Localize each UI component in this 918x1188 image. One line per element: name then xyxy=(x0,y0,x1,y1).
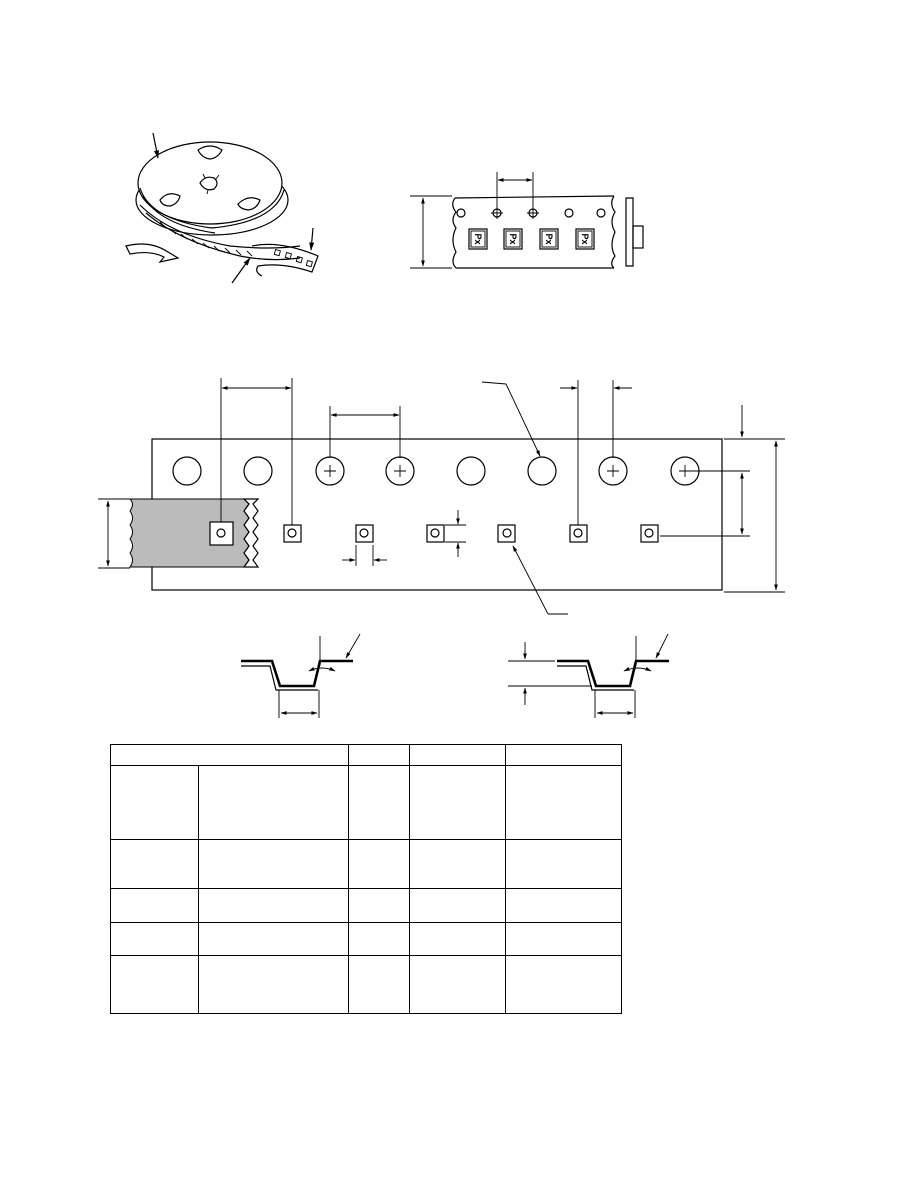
table-cell xyxy=(198,765,349,840)
table-cell xyxy=(409,765,506,840)
table-cell xyxy=(505,888,622,923)
table-cell xyxy=(505,765,622,840)
component-pocket xyxy=(209,521,234,546)
component-pocket xyxy=(355,524,374,543)
table-cell xyxy=(110,744,349,766)
table-header-row xyxy=(110,744,622,766)
table-cell xyxy=(409,839,506,889)
table-cell xyxy=(110,922,199,956)
pocket-4: Px xyxy=(575,228,595,250)
component-pocket xyxy=(426,524,445,543)
component-pocket xyxy=(283,524,302,543)
sprocket-hole xyxy=(172,456,202,486)
pocket-marking: Px xyxy=(473,233,483,244)
table-cell xyxy=(348,839,410,889)
component-pocket xyxy=(569,524,588,543)
table-row xyxy=(110,888,622,923)
table-cell xyxy=(110,955,199,1014)
pocket-3: Px xyxy=(539,228,559,250)
table-cell xyxy=(110,888,199,923)
table-row xyxy=(110,955,622,1014)
pocket-marking: Px xyxy=(508,233,518,244)
table-cell xyxy=(348,922,410,956)
table-cell xyxy=(505,922,622,956)
table-cell xyxy=(198,955,349,1014)
carrier-tape-side-view xyxy=(625,197,644,267)
table-cell xyxy=(348,765,410,840)
carrier-tape-top-view: Px Px Px Px xyxy=(410,172,644,269)
unreeled-tape xyxy=(251,243,319,273)
table-cell xyxy=(348,744,410,766)
pocket-cross-section-left xyxy=(241,633,361,718)
table-row xyxy=(110,765,622,840)
table-cell xyxy=(409,744,506,766)
sprocket-hole xyxy=(456,456,486,486)
table-cell xyxy=(110,839,199,889)
table-row xyxy=(110,839,622,889)
reel-hub-cutout-left xyxy=(159,193,181,207)
carrier-tape-main-view xyxy=(98,378,785,615)
table-cell xyxy=(110,765,199,840)
table-cell xyxy=(409,888,506,923)
table-cell xyxy=(198,922,349,956)
component-pocket xyxy=(640,524,659,543)
sprocket-hole xyxy=(243,456,273,486)
table-cell xyxy=(409,955,506,1014)
sprocket-hole xyxy=(527,456,557,486)
table-cell xyxy=(505,955,622,1014)
reel-hub-cutout-top xyxy=(197,145,223,160)
table-cell xyxy=(198,888,349,923)
component-pocket xyxy=(497,524,516,543)
reel-hub-cutout-right xyxy=(237,197,261,211)
pocket-cross-section-right xyxy=(508,633,669,718)
table-cell xyxy=(505,839,622,889)
pocket-marking: Px xyxy=(580,233,590,244)
table-cell xyxy=(198,839,349,889)
pocket-2: Px xyxy=(503,228,523,250)
unwind-direction-arrow xyxy=(125,243,180,263)
reel-illustration xyxy=(125,132,319,284)
tape-specification-table xyxy=(110,744,622,1014)
table-cell xyxy=(348,888,410,923)
pocket-marking: Px xyxy=(544,233,554,244)
table-cell xyxy=(409,922,506,956)
table-cell xyxy=(505,744,622,766)
table-row xyxy=(110,922,622,956)
table-cell xyxy=(348,955,410,1014)
pocket-1: Px xyxy=(468,228,488,250)
